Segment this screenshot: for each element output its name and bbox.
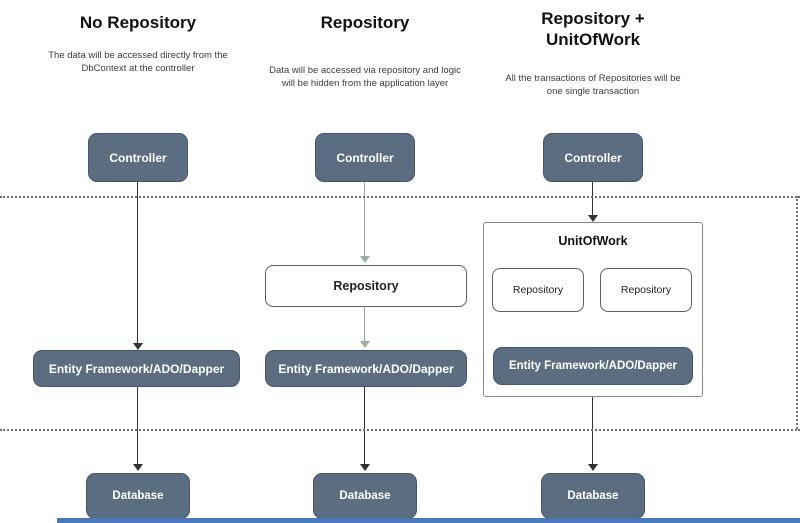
ef-box: Entity Framework/ADO/Dapper: [33, 350, 240, 387]
controller-label: Controller: [564, 150, 622, 165]
arrow-head-down-icon: [133, 343, 143, 350]
layer-separator-bottom-dotted-line: [0, 429, 800, 431]
ef-label: Entity Framework/ADO/Dapper: [508, 360, 678, 372]
controller-box: Controller: [315, 133, 415, 182]
arrow-line-controller-to-unitofwork: [592, 182, 593, 215]
arrow-line-controller-to-repository: [364, 182, 365, 256]
arrow-head-down-icon: [360, 341, 370, 348]
bottom-blue-bar: [57, 518, 800, 523]
layer-separator-right-dotted-line: [796, 196, 798, 429]
repository-box: Repository: [265, 265, 467, 307]
database-box: Database: [313, 473, 417, 519]
controller-label: Controller: [109, 150, 167, 165]
column-title-repository-unitofwork: Repository + UnitOfWork: [541, 9, 645, 50]
controller-label: Controller: [336, 150, 394, 165]
database-label: Database: [567, 490, 619, 502]
database-box: Database: [541, 473, 645, 519]
column-description-repository: Data will be accessed via repository and…: [269, 65, 461, 90]
database-box: Database: [86, 473, 190, 519]
column-description-repository-unitofwork: All the transactions of Repositories wil…: [505, 73, 681, 98]
repository-box: Repository: [600, 268, 692, 312]
arrow-head-down-icon: [360, 256, 370, 263]
column-title-no-repository: No Repository: [79, 13, 197, 32]
arrow-line-controller-to-ef: [137, 182, 138, 343]
arrow-line-repository-to-ef: [364, 307, 365, 341]
repository-label: Repository: [333, 279, 399, 293]
arrow-head-down-icon: [588, 215, 598, 222]
arrow-head-down-icon: [588, 464, 598, 471]
ef-label: Entity Framework/ADO/Dapper: [48, 361, 225, 376]
repository-box: Repository: [492, 268, 584, 312]
layer-separator-top-dotted-line: [0, 196, 800, 198]
arrow-line-ef-to-database: [364, 387, 365, 464]
database-label: Database: [112, 490, 164, 502]
arrow-head-down-icon: [133, 464, 143, 471]
controller-box: Controller: [543, 133, 643, 182]
controller-box: Controller: [88, 133, 188, 182]
ef-label: Entity Framework/ADO/Dapper: [278, 361, 454, 376]
repository-label: Repository: [512, 284, 564, 296]
arrow-line-ef-to-database: [137, 387, 138, 464]
column-description-no-repository: The data will be accessed directly from …: [48, 50, 228, 75]
column-title-repository: Repository: [320, 13, 410, 32]
arrow-head-down-icon: [360, 464, 370, 471]
ef-box: Entity Framework/ADO/Dapper: [265, 350, 467, 387]
unitofwork-label: UnitOfWork: [558, 234, 628, 248]
ef-box: Entity Framework/ADO/Dapper: [493, 347, 693, 385]
database-label: Database: [339, 490, 391, 502]
repository-label: Repository: [620, 284, 672, 296]
